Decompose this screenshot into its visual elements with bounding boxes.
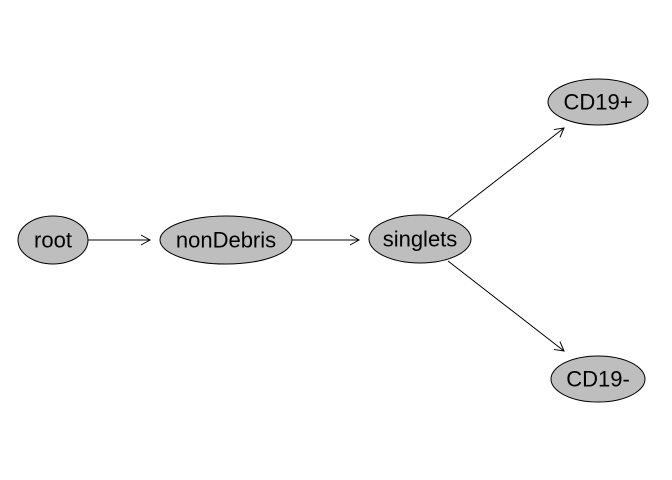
node-nondebris-label: nonDebris xyxy=(176,228,276,253)
node-cd19pos-label: CD19+ xyxy=(563,90,632,115)
node-cd19neg-shape xyxy=(550,355,646,403)
node-singlets[interactable]: singlets xyxy=(368,214,472,264)
node-cd19neg-label: CD19- xyxy=(566,367,630,392)
node-cd19pos-shape xyxy=(547,78,649,126)
edges xyxy=(88,127,565,352)
node-singlets-shape xyxy=(368,214,472,264)
node-nondebris-shape xyxy=(159,215,293,265)
node-cd19pos[interactable]: CD19+ xyxy=(547,78,649,126)
edge-singlets-to-cd19neg xyxy=(447,260,565,352)
edge-singlets-to-cd19pos xyxy=(447,127,565,219)
node-root-shape xyxy=(17,215,89,265)
node-root[interactable]: root xyxy=(17,215,89,265)
node-cd19neg[interactable]: CD19- xyxy=(550,355,646,403)
node-nondebris[interactable]: nonDebris xyxy=(159,215,293,265)
node-root-label: root xyxy=(34,228,72,253)
node-singlets-label: singlets xyxy=(383,227,458,252)
